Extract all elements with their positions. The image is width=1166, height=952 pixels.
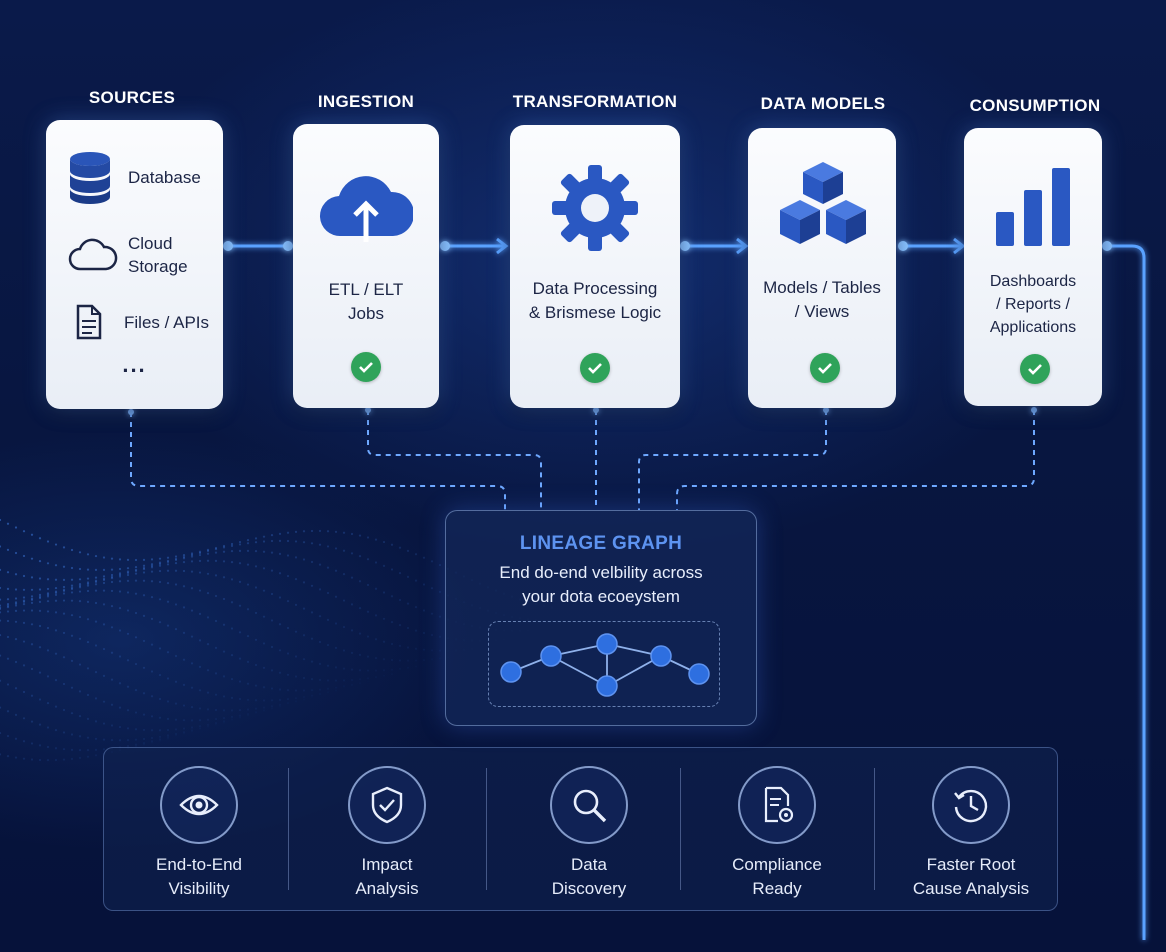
consumption-card: Dashboards / Reports / Applications [964, 128, 1102, 406]
gear-icon [552, 165, 638, 251]
benefit-icon-circle [550, 766, 628, 844]
benefit-compliance: Compliance Ready [682, 748, 872, 910]
transformation-card: Data Processing & Brismese Logic [510, 125, 680, 408]
benefit-label: Data Discovery [551, 855, 627, 898]
bar-chart-icon [996, 168, 1070, 246]
flow-arrow-consumption-out [1106, 244, 1146, 940]
check-icon [580, 353, 610, 383]
stage-title-data-models: DATA MODELS [760, 94, 886, 113]
benefit-label: Faster Root Cause Analysis [912, 855, 1030, 898]
benefit-divider [288, 768, 289, 890]
check-icon [351, 352, 381, 382]
cubes-icon [780, 162, 866, 244]
benefit-data-discovery: Data Discovery [494, 748, 684, 910]
source-item-database: Database [68, 150, 201, 204]
benefit-icon-circle [160, 766, 238, 844]
source-item-label: Database [128, 167, 201, 187]
lineage-graph-frame [488, 621, 720, 707]
source-more: ... [122, 352, 147, 377]
consumption-label: Dashboards / Reports / Applications [989, 273, 1077, 336]
benefit-label: Impact Analysis [355, 855, 419, 898]
benefit-impact-analysis: Impact Analysis [292, 748, 482, 910]
benefit-icon-circle [348, 766, 426, 844]
flow-arrows [226, 237, 1146, 940]
data-models-label: Models / Tables / Views [763, 278, 881, 321]
benefit-divider [486, 768, 487, 890]
benefit-divider [874, 768, 875, 890]
source-item-label: Cloud Storage [128, 234, 188, 276]
eye-icon [179, 794, 219, 816]
lineage-graph-panel: LINEAGE GRAPH End do-end velbility acros… [445, 510, 757, 726]
stage-title-consumption: CONSUMPTION [969, 96, 1101, 115]
clock-history-icon [954, 789, 988, 823]
benefit-icon-circle [932, 766, 1010, 844]
source-item-files-apis: Files / APIs [68, 302, 209, 342]
check-icon [810, 353, 840, 383]
ingestion-card: ETL / ELT Jobs [293, 124, 439, 408]
document-icon [764, 786, 794, 823]
database-icon [70, 152, 110, 204]
lineage-subtitle: End do-end velbility across your dota ec… [499, 563, 703, 606]
transformation-label: Data Processing & Brismese Logic [528, 279, 662, 322]
data-models-card: Models / Tables / Views [748, 128, 896, 408]
lineage-links [130, 410, 1035, 510]
check-icon [1020, 354, 1050, 384]
flow-dots [223, 241, 1112, 251]
benefit-icon-circle [738, 766, 816, 844]
cloud-icon [68, 238, 118, 271]
magnifier-icon [573, 789, 607, 823]
stage-title-transformation: TRANSFORMATION [512, 92, 678, 111]
file-icon [76, 304, 102, 340]
benefits-bar: End-to-End Visibility Impact Analysis Da… [103, 747, 1058, 911]
benefit-label: End-to-End Visibility [156, 855, 242, 898]
benefit-label: Compliance Ready [732, 855, 822, 898]
stage-title-sources: SOURCES [88, 88, 176, 107]
stage-title-ingestion: INGESTION [317, 92, 415, 111]
network-graph-icon [500, 633, 710, 697]
source-item-cloud-storage: Cloud Storage [68, 232, 188, 278]
lineage-title: LINEAGE GRAPH [519, 533, 683, 554]
shield-check-icon [371, 786, 403, 824]
ingestion-label: ETL / ELT Jobs [328, 280, 404, 323]
benefit-root-cause: Faster Root Cause Analysis [876, 748, 1066, 910]
sources-card: Database Cloud Storage Files / APIs ... [46, 120, 223, 409]
source-item-label: Files / APIs [124, 312, 210, 332]
benefit-visibility: End-to-End Visibility [104, 748, 294, 910]
cloud-upload-icon [319, 176, 413, 242]
benefit-divider [680, 768, 681, 890]
